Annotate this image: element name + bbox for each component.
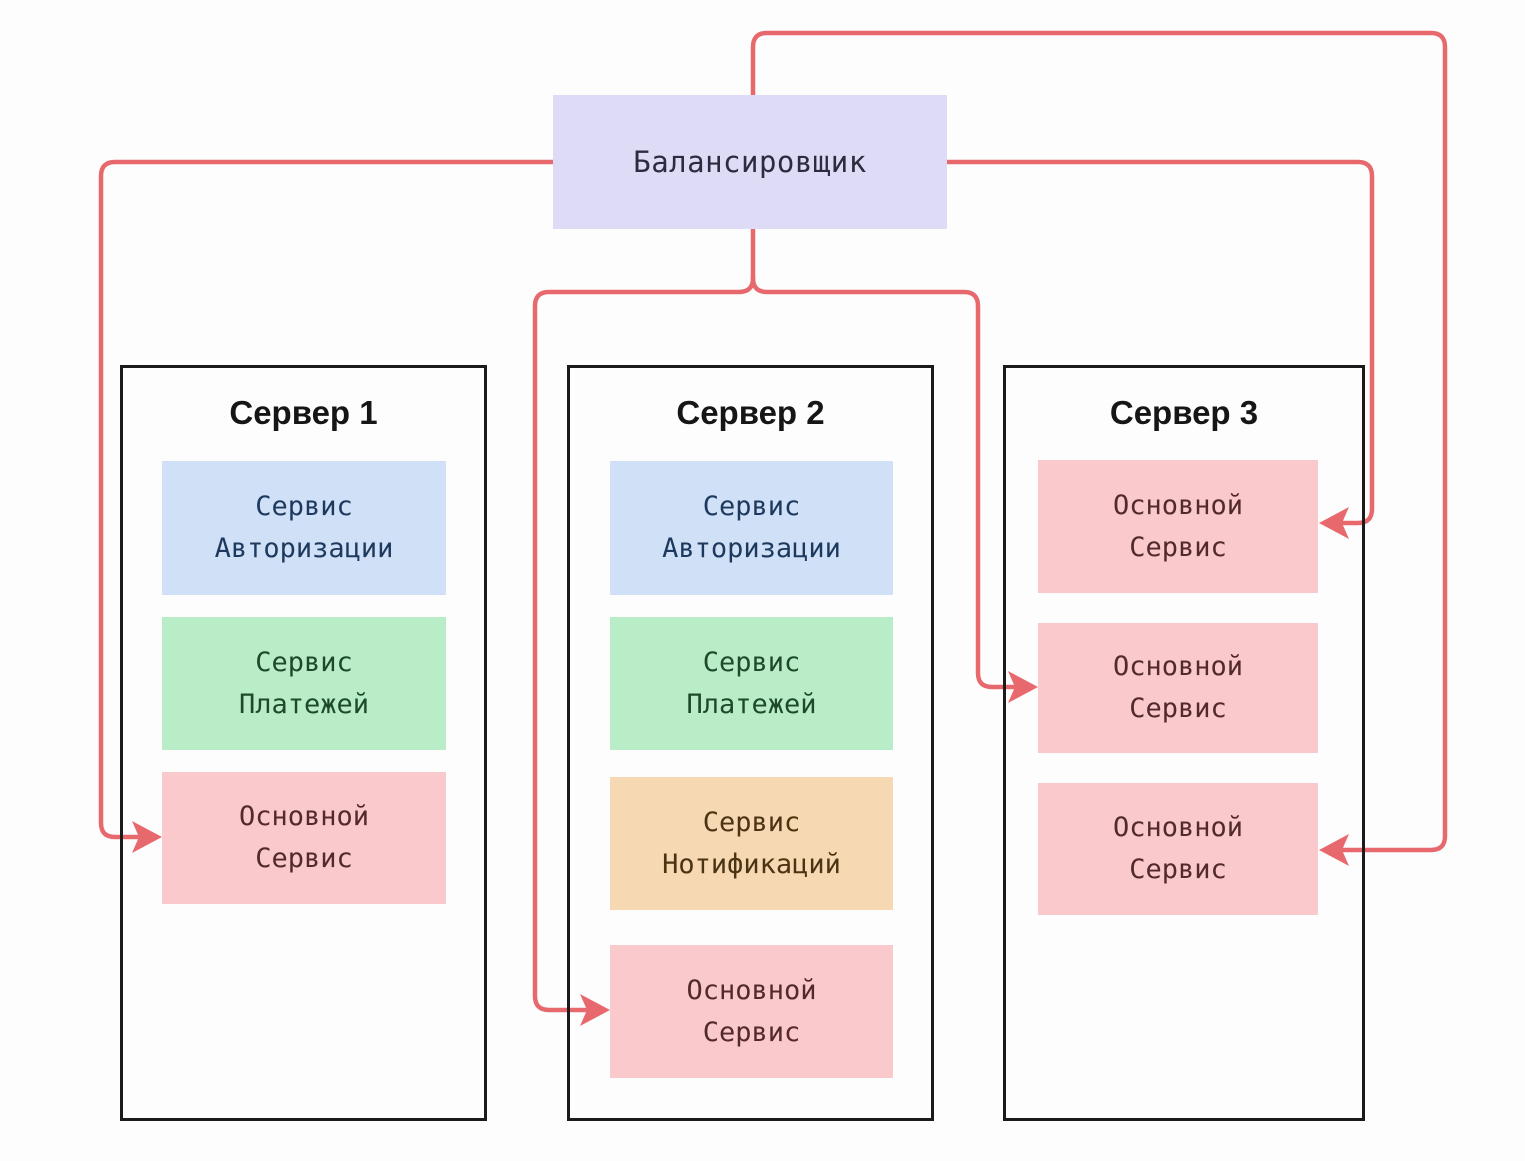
service-label: Основной Сервис — [1112, 812, 1244, 885]
server-3-main-service-3: Основной Сервис — [1038, 783, 1318, 915]
service-label: Основной Сервис — [238, 801, 370, 874]
server-2-notifications-service: Сервис Нотификаций — [610, 777, 893, 910]
server-1-payments-service: Сервис Платежей — [162, 617, 446, 750]
edge-balancer-to-server2-main — [532, 226, 756, 1026]
server-1-title: Сервер 1 — [229, 394, 378, 431]
service-label: Сервис Платежей — [238, 646, 370, 720]
service-label: Основной Сервис — [1112, 489, 1244, 563]
server-2-auth-service: Сервис Авторизации — [610, 461, 893, 595]
server-3-main-service-2: Основной Сервис — [1038, 623, 1318, 753]
service-label: Сервис Нотификаций — [662, 806, 841, 880]
edge-balancer-to-server3-main-2 — [750, 275, 1038, 703]
edge-balancer-to-server1-main — [98, 159, 556, 853]
service-label: Сервис Авторизации — [662, 491, 841, 564]
load-balancer-node: Балансировщик — [553, 95, 947, 229]
server-1-auth-service: Сервис Авторизации — [162, 461, 446, 595]
server-1-main-service: Основной Сервис — [162, 772, 446, 904]
server-3-box: Сервер 3 Основной Сервис Основной Сервис… — [1003, 365, 1365, 1121]
service-label: Сервис Платежей — [686, 646, 817, 720]
service-label: Основной Сервис — [686, 974, 817, 1048]
server-2-title: Сервер 2 — [676, 394, 825, 431]
server-2-payments-service: Сервис Платежей — [610, 617, 893, 750]
server-3-main-service-1: Основной Сервис — [1038, 460, 1318, 593]
load-balancer-label: Балансировщик — [633, 145, 867, 179]
server-1-box: Сервер 1 Сервис Авторизации Сервис Плате… — [120, 365, 487, 1121]
server-2-box: Сервер 2 Сервис Авторизации Сервис Плате… — [567, 365, 934, 1121]
service-label: Сервис Авторизации — [214, 491, 394, 564]
server-3-title: Сервер 3 — [1109, 394, 1259, 431]
server-2-main-service: Основной Сервис — [610, 945, 893, 1078]
service-label: Основной Сервис — [1112, 651, 1244, 724]
edge-balancer-to-server3-main-3 — [750, 30, 1448, 866]
